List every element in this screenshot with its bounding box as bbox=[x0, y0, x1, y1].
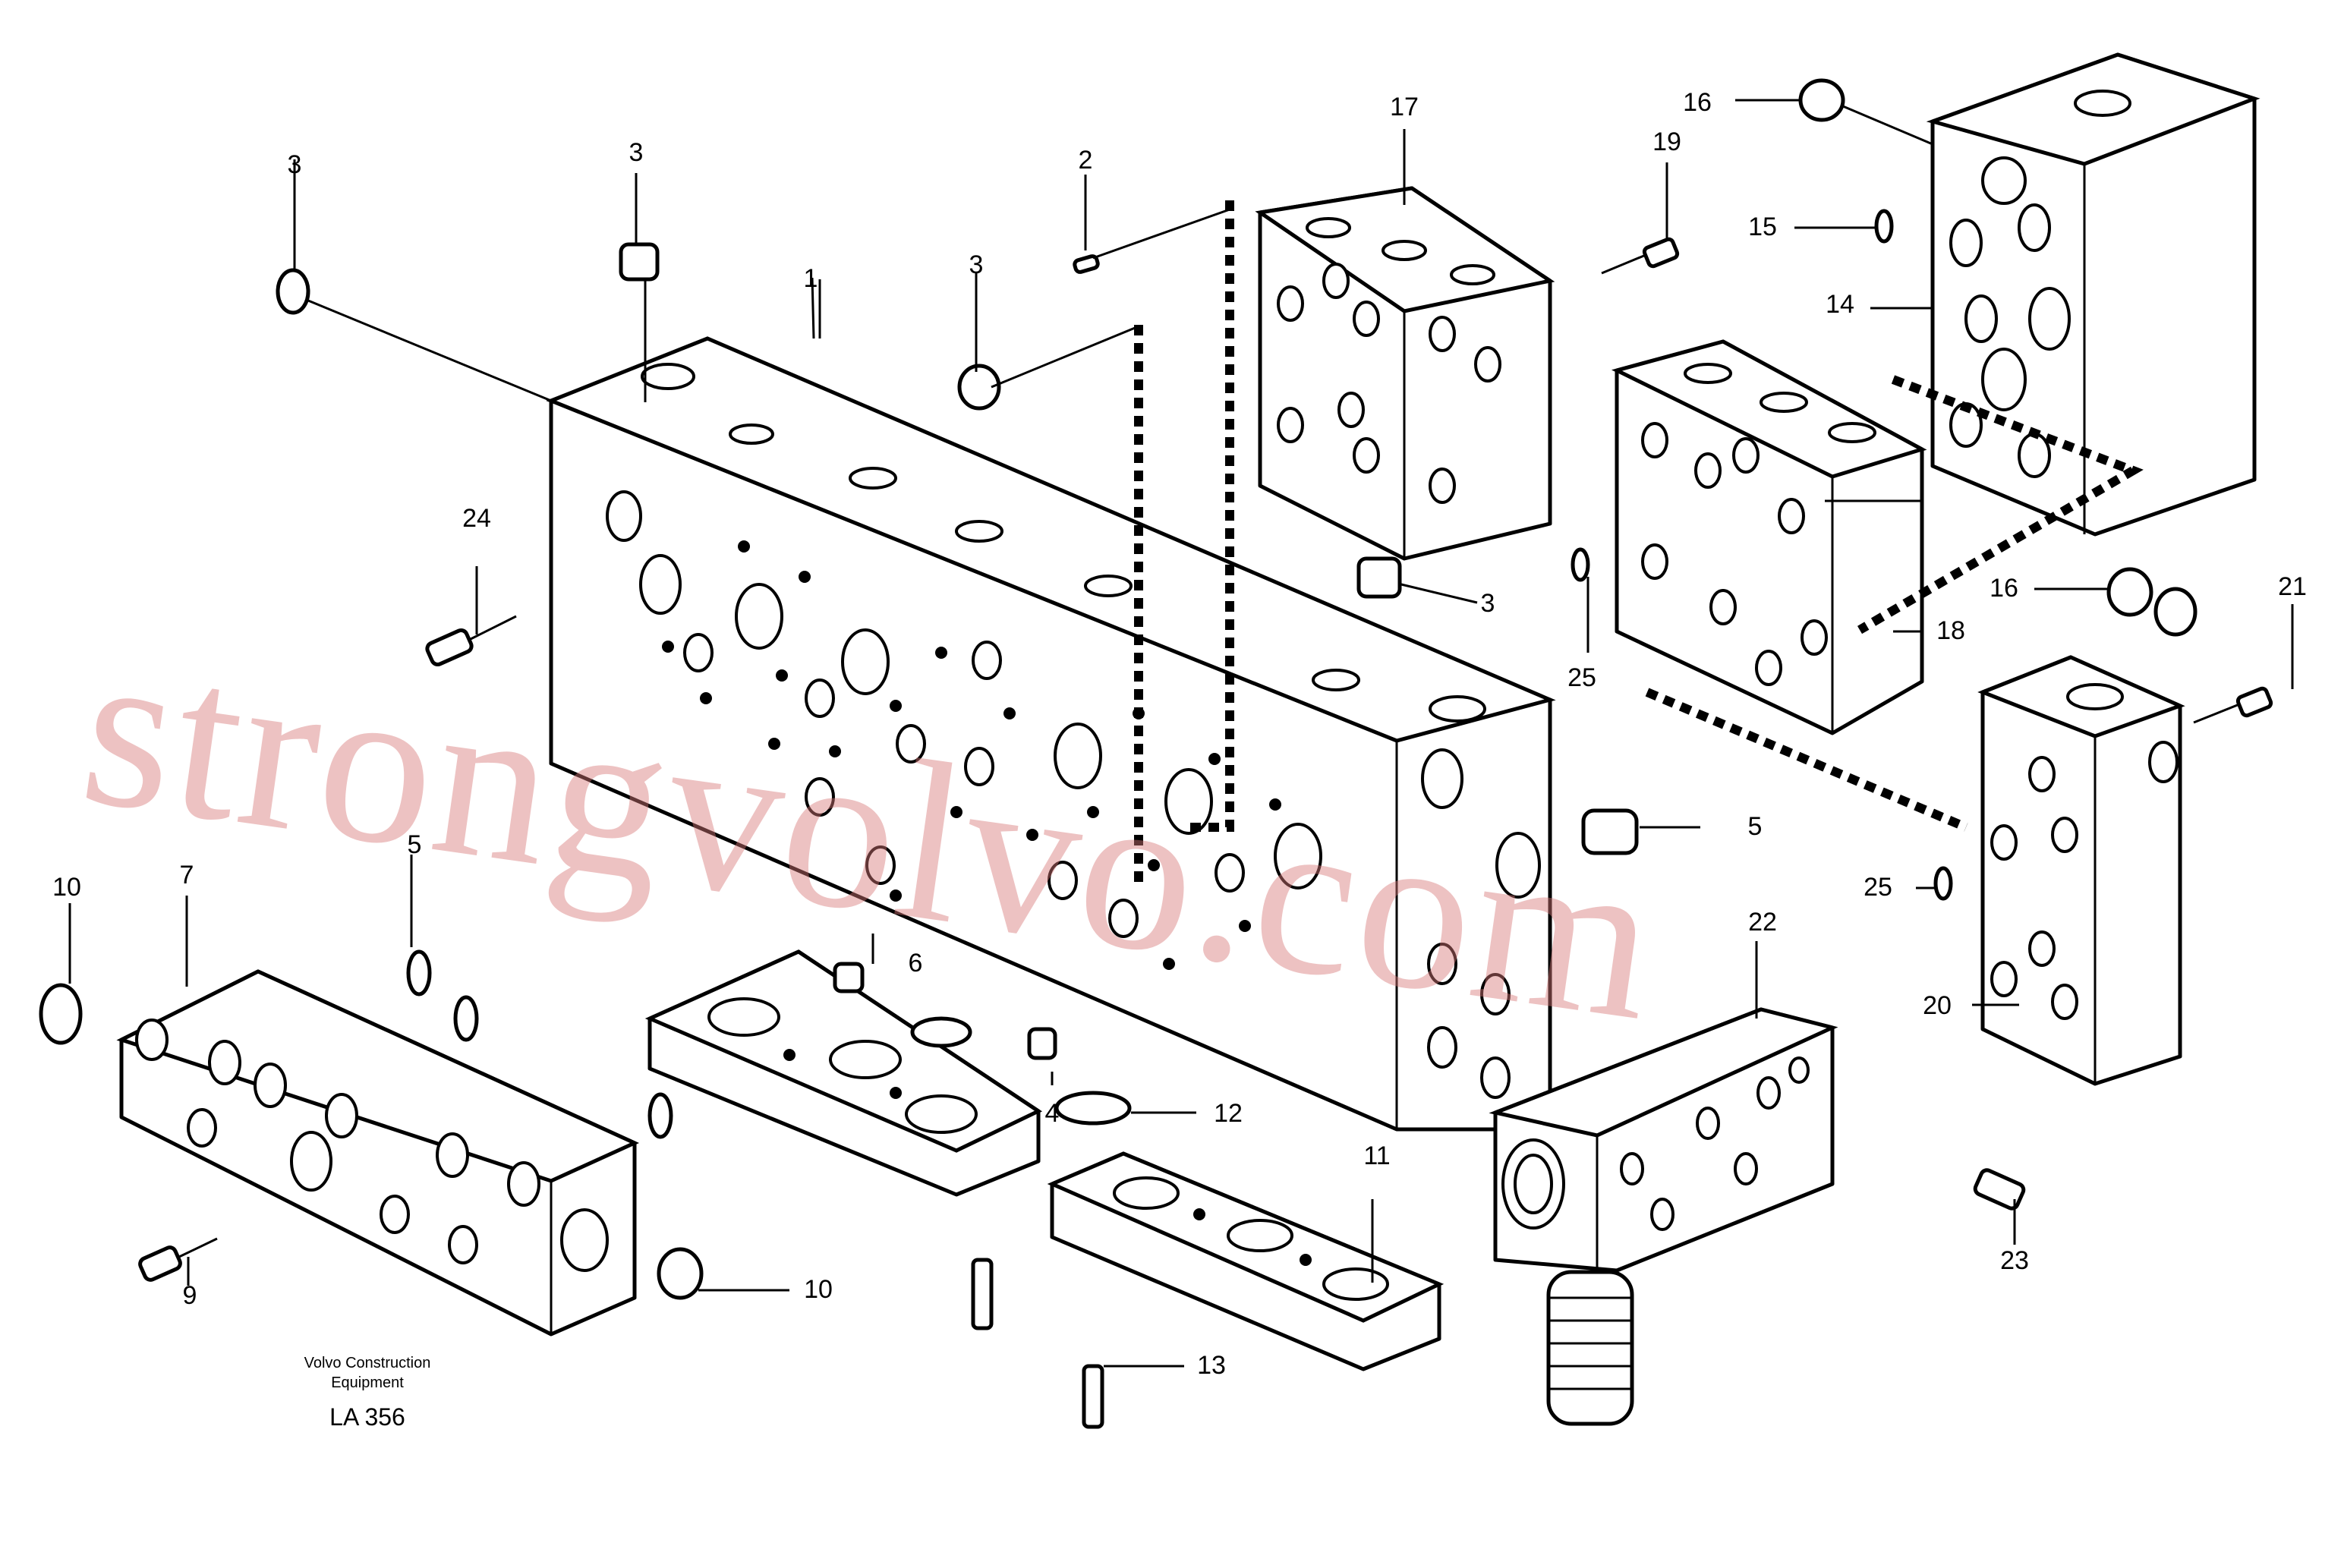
callout-5-left: 5 bbox=[408, 830, 422, 859]
callout-12: 12 bbox=[1214, 1099, 1243, 1128]
callout-17: 17 bbox=[1390, 93, 1419, 121]
dashed-guides bbox=[1134, 200, 2144, 885]
part-18-block bbox=[1611, 339, 1927, 735]
part-20-block bbox=[1977, 655, 2185, 1086]
callout-10-right: 10 bbox=[804, 1275, 833, 1304]
callout-13: 13 bbox=[1197, 1351, 1226, 1380]
callout-25-bottom: 25 bbox=[1864, 873, 1892, 902]
callout-14: 14 bbox=[1826, 290, 1854, 319]
callout-21: 21 bbox=[2278, 572, 2307, 601]
callout-23: 23 bbox=[2000, 1246, 2029, 1275]
callout-2: 2 bbox=[1079, 146, 1093, 175]
callout-3-right: 3 bbox=[1481, 589, 1495, 618]
callout-5-right: 5 bbox=[1748, 812, 1763, 841]
callout-1: 1 bbox=[804, 264, 818, 293]
callout-3-top: 3 bbox=[629, 138, 644, 167]
callout-10-left: 10 bbox=[52, 873, 81, 902]
figure-caption: Volvo Construction Equipment LA 356 bbox=[304, 1355, 431, 1431]
callout-labels: 1 2 3 3 3 3 4 5 5 6 7 9 10 10 11 12 13 1… bbox=[52, 88, 2307, 1380]
callout-9: 9 bbox=[183, 1281, 197, 1310]
callout-3-left: 3 bbox=[288, 150, 302, 179]
callout-24: 24 bbox=[462, 504, 491, 533]
callout-16-top: 16 bbox=[1683, 88, 1712, 117]
part-1-main-block bbox=[546, 336, 1556, 1132]
part-14-block bbox=[1926, 52, 2261, 537]
part-7-lower-block bbox=[116, 969, 640, 1337]
callout-18: 18 bbox=[1936, 616, 1965, 645]
part-11-plate bbox=[1047, 1151, 1445, 1371]
callout-15: 15 bbox=[1748, 213, 1777, 241]
fasteners bbox=[39, 78, 2273, 1429]
part-plate-middle bbox=[644, 949, 1043, 1197]
callout-6: 6 bbox=[909, 949, 923, 978]
caption-line2: Equipment bbox=[331, 1374, 404, 1391]
part-22-block bbox=[1489, 1007, 1838, 1426]
callout-19: 19 bbox=[1652, 128, 1681, 156]
callout-25-top: 25 bbox=[1567, 663, 1596, 692]
callout-7: 7 bbox=[180, 861, 194, 889]
callout-4: 4 bbox=[1045, 1099, 1060, 1128]
callout-20: 20 bbox=[1923, 991, 1952, 1020]
callout-16-bottom: 16 bbox=[1990, 574, 2018, 603]
callout-3-middle: 3 bbox=[969, 250, 984, 279]
leader-lines bbox=[68, 99, 2294, 1368]
callout-11: 11 bbox=[1363, 1141, 1390, 1170]
figure-code: LA 356 bbox=[329, 1403, 405, 1431]
part-17-block bbox=[1255, 186, 1555, 561]
callout-22: 22 bbox=[1748, 908, 1777, 937]
caption-line1: Volvo Construction bbox=[304, 1355, 431, 1371]
